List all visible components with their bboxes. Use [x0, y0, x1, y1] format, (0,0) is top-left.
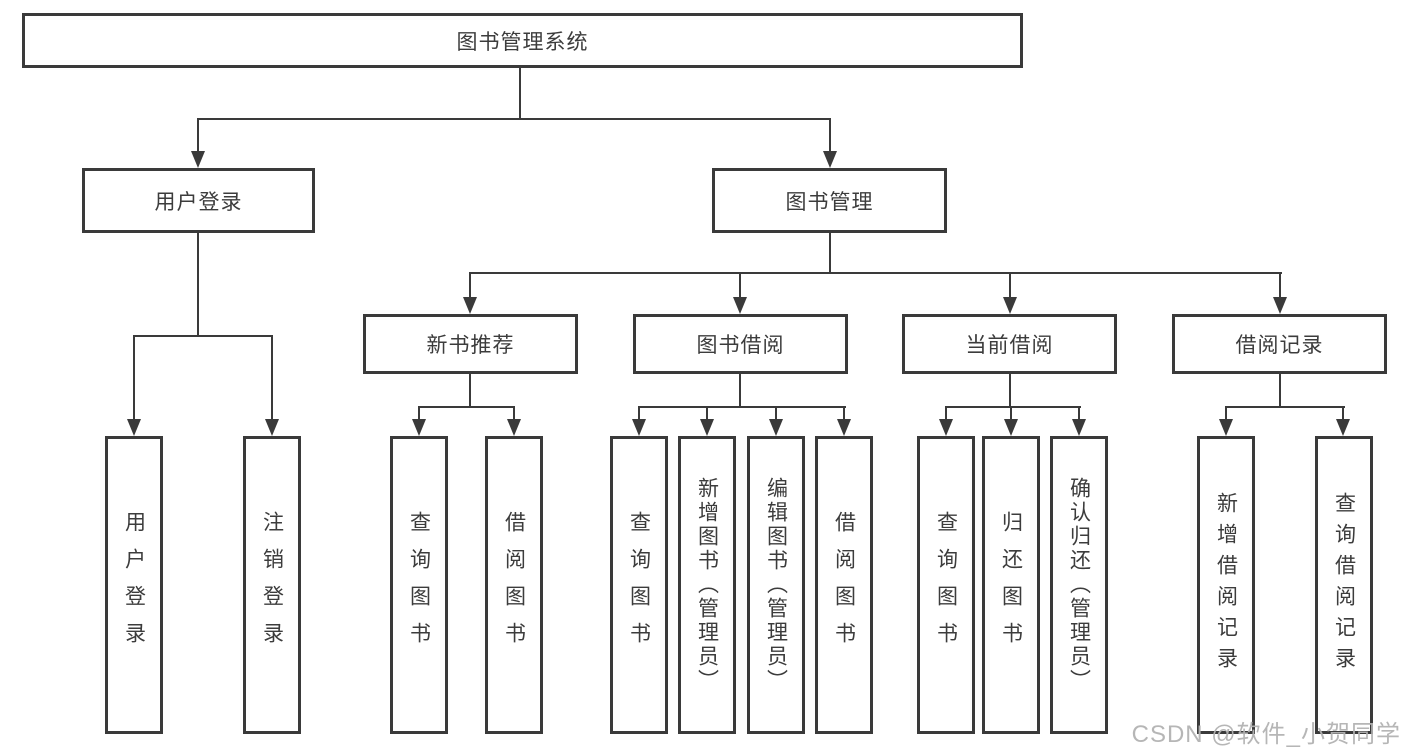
connector-arrowhead [632, 419, 646, 436]
connector-line [1010, 406, 1012, 421]
connector-arrowhead [700, 419, 714, 436]
connector-line [519, 68, 521, 120]
leaf-add-books-admin-label: 新增图书（管理员） [695, 477, 719, 693]
node-library-system: 图书管理系统 [22, 13, 1023, 68]
leaf-add-borrow-record: 新增借阅记录 [1197, 436, 1255, 734]
node-book-borrowing: 图书借阅 [633, 314, 848, 374]
connector-arrowhead [823, 151, 837, 168]
leaf-borrow-books-recommend: 借阅图书 [485, 436, 543, 734]
connector-arrowhead [127, 419, 141, 436]
connector-line [775, 406, 777, 421]
leaf-query-books-recommend-label: 查询图书 [407, 511, 431, 659]
leaf-add-books-admin: 新增图书（管理员） [678, 436, 736, 734]
leaf-query-borrow-record-label: 查询借阅记录 [1332, 492, 1356, 678]
leaf-edit-books-admin-label: 编辑图书（管理员） [764, 477, 788, 693]
leaf-user-login-label: 用户登录 [122, 511, 146, 659]
connector-line [843, 406, 845, 421]
connector-line [1279, 374, 1281, 408]
connector-line [469, 374, 471, 408]
connector-line [829, 233, 831, 274]
leaf-return-books: 归还图书 [982, 436, 1040, 734]
node-user-login: 用户登录 [82, 168, 315, 233]
connector-line [706, 406, 708, 421]
connector-arrowhead [412, 419, 426, 436]
connector-arrowhead [1072, 419, 1086, 436]
connector-line [1225, 406, 1345, 408]
connector-arrowhead [769, 419, 783, 436]
leaf-add-borrow-record-label: 新增借阅记录 [1214, 492, 1238, 678]
connector-line [945, 406, 1081, 408]
connector-line [1009, 272, 1011, 299]
connector-line [829, 118, 831, 152]
connector-line [197, 118, 831, 120]
connector-arrowhead [1273, 297, 1287, 314]
node-book-management: 图书管理 [712, 168, 947, 233]
connector-line [271, 335, 273, 421]
connector-arrowhead [1004, 419, 1018, 436]
connector-line [1342, 406, 1344, 421]
connector-line [1009, 374, 1011, 408]
connector-arrowhead [939, 419, 953, 436]
connector-arrowhead [265, 419, 279, 436]
connector-arrowhead [837, 419, 851, 436]
node-current-borrowing: 当前借阅 [902, 314, 1117, 374]
node-borrowing-records: 借阅记录 [1172, 314, 1387, 374]
connector-line [197, 118, 199, 152]
connector-line [133, 335, 135, 421]
connector-arrowhead [1003, 297, 1017, 314]
connector-arrowhead [1336, 419, 1350, 436]
connector-line [513, 406, 515, 421]
leaf-query-books-borrowing-label: 查询图书 [627, 511, 651, 659]
leaf-borrow-books-recommend-label: 借阅图书 [502, 511, 526, 659]
leaf-return-books-label: 归还图书 [999, 511, 1023, 659]
connector-line [1225, 406, 1227, 421]
connector-line [469, 272, 1282, 274]
connector-arrowhead [191, 151, 205, 168]
connector-arrowhead [507, 419, 521, 436]
connector-arrowhead [1219, 419, 1233, 436]
leaf-query-books-current: 查询图书 [917, 436, 975, 734]
leaf-logout: 注销登录 [243, 436, 301, 734]
connector-line [469, 272, 471, 299]
connector-line [739, 272, 741, 299]
leaf-confirm-return-admin-label: 确认归还（管理员） [1067, 477, 1091, 693]
connector-line [739, 374, 741, 408]
leaf-logout-label: 注销登录 [260, 511, 284, 659]
connector-line [945, 406, 947, 421]
leaf-query-books-recommend: 查询图书 [390, 436, 448, 734]
csdn-watermark: CSDN @软件_小贺同学 [1131, 721, 1401, 747]
connector-line [418, 406, 515, 408]
node-new-book-recommend: 新书推荐 [363, 314, 578, 374]
connector-arrowhead [733, 297, 747, 314]
connector-line [638, 406, 640, 421]
leaf-confirm-return-admin: 确认归还（管理员） [1050, 436, 1108, 734]
leaf-borrow-books-label: 借阅图书 [832, 511, 856, 659]
leaf-user-login: 用户登录 [105, 436, 163, 734]
leaf-edit-books-admin: 编辑图书（管理员） [747, 436, 805, 734]
leaf-borrow-books: 借阅图书 [815, 436, 873, 734]
connector-line [1279, 272, 1281, 299]
connector-line [197, 233, 199, 337]
connector-line [418, 406, 420, 421]
connector-arrowhead [463, 297, 477, 314]
connector-line [638, 406, 846, 408]
leaf-query-borrow-record: 查询借阅记录 [1315, 436, 1373, 734]
leaf-query-books-borrowing: 查询图书 [610, 436, 668, 734]
connector-line [133, 335, 273, 337]
connector-line [1078, 406, 1080, 421]
leaf-query-books-current-label: 查询图书 [934, 511, 958, 659]
